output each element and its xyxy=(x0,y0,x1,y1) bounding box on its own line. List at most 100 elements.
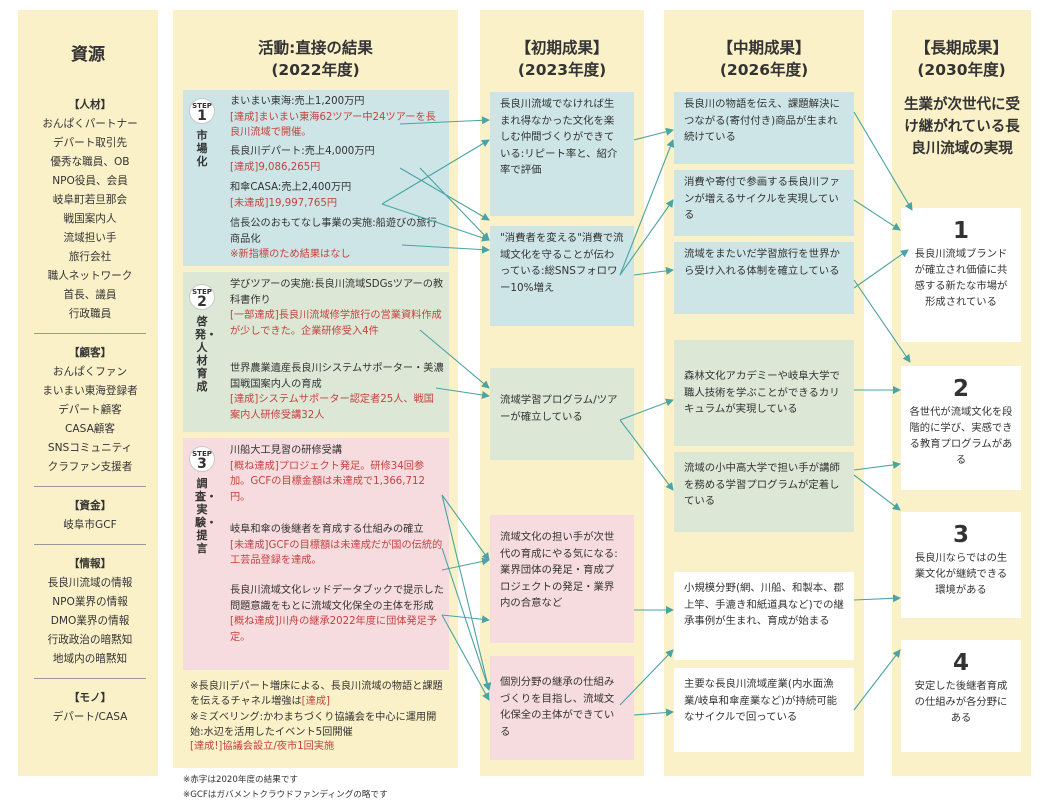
long-goal: 生業が次世代に受け継がれている長良川流域の実現 xyxy=(904,97,1020,157)
text-line: 行政職員 xyxy=(68,308,112,320)
text-line: STEP xyxy=(192,450,212,458)
text-line: (2022年度) xyxy=(271,61,360,79)
text-line: 行政政治の暗黙知 xyxy=(47,634,133,646)
text-line: CASA顧客 xyxy=(65,423,115,435)
step3-section xyxy=(183,438,449,670)
arrow xyxy=(853,594,901,603)
resource-group-label: 【情報】 xyxy=(68,558,112,570)
activity-item: 信長公のおもてなし事業の実施:船遊びの旅行商品化 ※新指標のため結果はなし xyxy=(230,216,444,263)
text-line: 旅行会社 xyxy=(68,251,112,263)
activity-item: 長良川流域文化レッドデータブックで提示した問題意識をもとに流域文化保全の主体を形… xyxy=(230,583,444,645)
resource-group-label: 【顧客】 xyxy=(68,347,112,359)
initial-outcome-box: 長良川流域でなければ生まれ得なかった文化を楽しむ仲間づくりができている:リピート… xyxy=(490,92,634,216)
mid-outcome-box: 森林文化アカデミーや岐阜大学で職人技術を学ぶことができるカリキュラムが実現してい… xyxy=(674,340,854,446)
text-line: STEP xyxy=(192,102,212,110)
text-line: 優秀な職員、OB xyxy=(50,156,130,168)
text-line: 首長、議員 xyxy=(63,289,117,301)
long-outcome-4: 4 安定した後継者育成の仕組みが各分野にある xyxy=(901,640,1021,752)
divider xyxy=(34,333,146,334)
divider xyxy=(34,678,146,679)
arrow xyxy=(619,398,674,421)
arrow xyxy=(853,460,901,471)
text-line: おんぱくパートナー xyxy=(42,118,138,130)
arrow xyxy=(633,708,674,717)
activity-item: 世界農業遺産長良川システムサポーター・美濃国戦国案内人の育成[達成]システムサポ… xyxy=(230,361,444,423)
text-line: [一部達成]長良川流域修学旅行の営業資料作成が少しできた。企業研修受入4件 xyxy=(230,310,442,337)
text-line: 【中期成果】 xyxy=(717,39,811,57)
long-title: 【長期成果】(2030年度) xyxy=(892,37,1031,81)
text-line: 4 xyxy=(952,650,969,676)
activity-item: まいまい東海:売上1,200万円[達成]まいまい東海62ツアー中24ツアーを長良… xyxy=(230,94,444,141)
arrow xyxy=(853,649,901,711)
text-line: 岐阜和傘の後継者を育成する仕組みの確立 xyxy=(230,524,424,535)
divider xyxy=(34,486,146,487)
long-outcome-2: 2 各世代が流域文化を段階的に学び、実感できる教育プログラムがある xyxy=(901,366,1021,490)
initial-outcome-box: "消費者を変える"消費で流域文化を守ることが伝わっている:総SNSフォロワー10… xyxy=(490,226,634,326)
arrow xyxy=(619,419,674,491)
text-line: デパート顧客 xyxy=(58,404,122,416)
mid-outcome-box: 小規模分野(網、川船、和製本、郡上竿、手漉き和紙道具など)での継承事例が生まれ、… xyxy=(674,572,854,660)
text-line: 長良川流域文化レッドデータブックで提示した問題意識をもとに流域文化保全の主体を形… xyxy=(230,585,444,612)
text-line: 川船大工見習の研修受講 xyxy=(230,445,343,456)
text-line: おんぱくファン xyxy=(52,366,128,378)
text-line: 長良川流域の情報 xyxy=(47,577,133,589)
step1-label: 市場化 xyxy=(196,129,208,168)
mid-outcome-box: 長良川の物語を伝え、課題解決につながる(寄付付き)商品が生まれ続けている xyxy=(674,92,854,164)
resource-group-label: 【資金】 xyxy=(68,500,112,512)
text-line: STEP xyxy=(192,288,212,296)
text-line: ※新指標のため結果はなし xyxy=(230,249,351,260)
text-line: 長良川デパート:売上4,000万円 xyxy=(230,146,375,157)
arrow xyxy=(633,266,674,276)
arrow xyxy=(441,494,490,561)
arrow xyxy=(853,111,913,211)
text-line: 2 xyxy=(952,376,969,402)
arrow xyxy=(381,139,490,205)
text-line: [概ね達成]川舟の継承2022年度に団体発足予定。 xyxy=(230,616,438,643)
text-line: 職人ネットワーク xyxy=(47,270,133,282)
activity-note: ※ミズベリング:かわまちづくり協議会を中心に運用開始:水辺を活用したイベント5回… xyxy=(190,711,448,755)
text-line: 長良川流域ブランドが確立され価値に共感する新たな市場が形成されている xyxy=(914,248,1008,308)
arrow xyxy=(633,127,674,141)
arrow xyxy=(419,167,490,241)
text-line: 地域内の暗黙知 xyxy=(52,653,128,665)
activity-item: 長良川デパート:売上4,000万円[達成]9,086,265円 xyxy=(230,144,444,175)
text-line: 活動:直接の結果 xyxy=(258,39,373,57)
mid-title: 【中期成果】 (2026年度) xyxy=(664,37,864,81)
resource-group-label: 【モノ】 xyxy=(68,692,112,704)
text-line: 和傘CASA:売上2,400万円 xyxy=(230,182,352,193)
step1-section xyxy=(183,90,449,266)
activity-item: 川船大工見習の研修受講 [概ね達成]プロジェクト発足。研修34回参加。GCFの目標… xyxy=(230,443,444,505)
text-line: [未達成]19,997,765円 xyxy=(230,197,338,209)
text-line: (2026年度) xyxy=(719,61,809,79)
arrow xyxy=(619,139,675,276)
text-line: 安定した後継者育成の仕組みが各分野にある xyxy=(914,680,1008,724)
arrow xyxy=(853,474,901,511)
arrow xyxy=(381,203,490,242)
text-line: ※ミズベリング:かわまちづくり協議会を中心に運用開始:水辺を活用したイベント5回… xyxy=(190,712,437,738)
activity-item: 学びツアーの実施:長良川流域SDGsツアーの教科書作り[一部達成]長良川流域修学… xyxy=(230,277,444,339)
text-line: (2023年度) xyxy=(517,61,607,79)
activity-item: 和傘CASA:売上2,400万円 [未達成]19,997,765円 xyxy=(230,180,444,211)
text-line: 信長公のおもてなし事業の実施:船遊びの旅行商品化 xyxy=(230,218,437,245)
initial-outcome-box: 個別分野の継承の仕組みづくりを目指し、流域文化保全の主体ができている xyxy=(490,656,634,760)
arrow xyxy=(853,249,909,289)
resource-group-label: 【人材】 xyxy=(68,99,112,111)
arrow xyxy=(441,547,491,691)
text-line: 【初期成果】 xyxy=(515,39,609,57)
arrow xyxy=(419,329,490,389)
arrow xyxy=(441,494,492,691)
text-line: 3 xyxy=(197,456,207,472)
text-line: デパート/CASA xyxy=(52,711,128,723)
arrow xyxy=(853,279,911,363)
resources-title: 資源 xyxy=(71,45,105,65)
text-line: 各世代が流域文化を段階的に学び、実感できる教育プログラムがある xyxy=(909,406,1013,466)
text-line: [達成] xyxy=(301,695,330,707)
text-line: NPO業界の情報 xyxy=(52,596,128,608)
arrow xyxy=(441,614,490,624)
text-line: [概ね達成]プロジェクト発足。研修34回参加。GCFの目標金額は未達成で1,36… xyxy=(230,460,425,503)
text-line: まいまい東海:売上1,200万円 xyxy=(230,96,365,107)
footnote: ※GCFはガバメントクラウドファンディングの略です xyxy=(183,790,388,800)
text-line: 【長期成果】 xyxy=(914,39,1008,57)
